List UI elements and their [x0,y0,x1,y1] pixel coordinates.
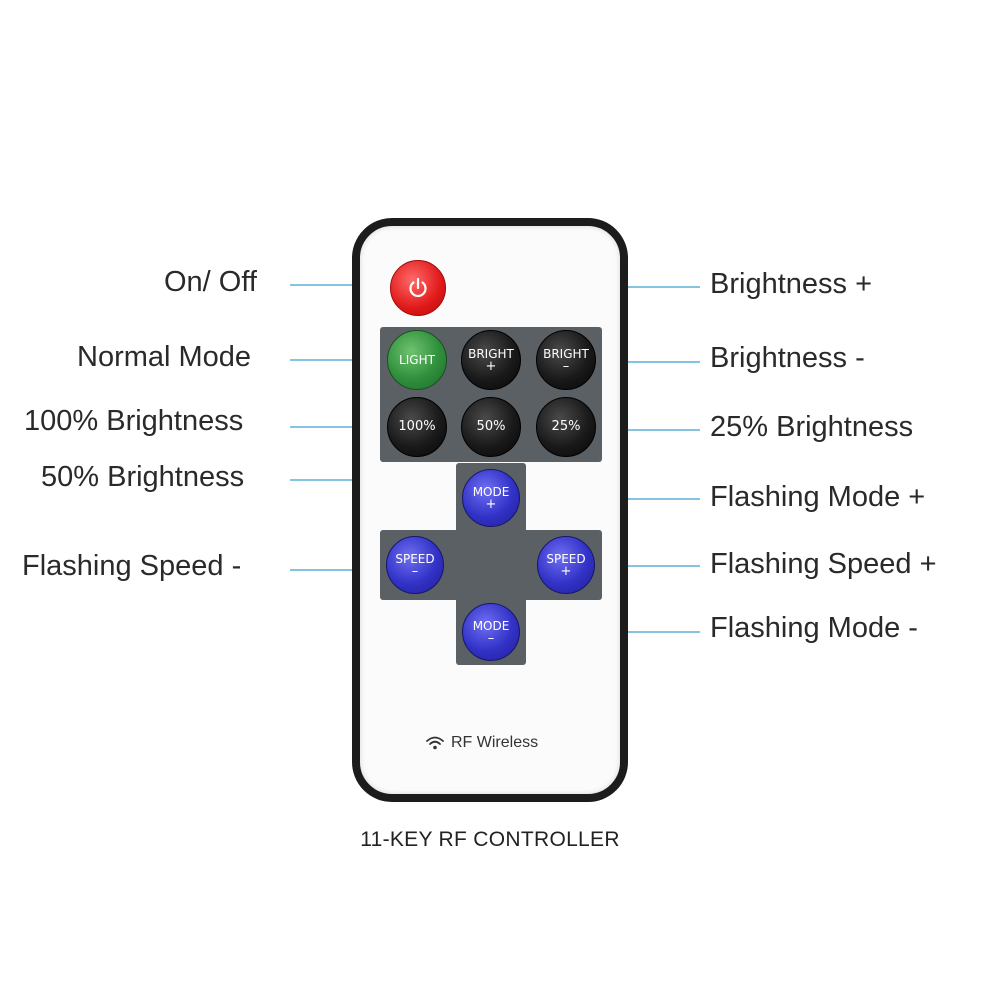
bright-minus-line2: – [562,359,570,374]
bright-minus-button[interactable]: BRIGHT – [536,330,596,390]
mode-plus-line1: MODE [472,485,510,499]
mode-minus-line2: – [487,631,495,646]
mode-minus-button[interactable]: MODE – [462,603,520,661]
power-icon [409,277,427,298]
label-flashing-mode-plus: Flashing Mode + [710,481,926,513]
label-brightness-minus: Brightness - [710,342,865,374]
label-flashing-mode-minus: Flashing Mode - [710,612,918,644]
wifi-icon [426,736,444,750]
label-brightness-plus: Brightness + [710,268,873,300]
label-brightness-100: 100% Brightness [24,405,244,437]
light-button[interactable]: LIGHT [387,330,447,390]
caption: 11-KEY RF CONTROLLER [360,828,620,851]
brightness-50-button[interactable]: 50% [461,397,521,457]
mode-plus-line2: + [485,497,497,512]
light-button-label: LIGHT [399,353,435,367]
bright-plus-line2: + [485,359,497,374]
label-normal-mode: Normal Mode [77,341,252,373]
bright-minus-line1: BRIGHT [543,347,589,361]
power-button[interactable] [390,260,446,316]
brightness-100-button[interactable]: 100% [387,397,447,457]
brightness-50-label: 50% [476,419,506,434]
speed-minus-line2: – [411,564,419,579]
mode-minus-line1: MODE [472,619,510,633]
brightness-100-label: 100% [398,419,436,434]
label-brightness-50: 50% Brightness [41,461,245,493]
speed-plus-line1: SPEED [546,552,586,566]
speed-plus-line2: + [560,564,572,579]
brightness-25-label: 25% [551,419,581,434]
bright-plus-button[interactable]: BRIGHT + [461,330,521,390]
bright-plus-line1: BRIGHT [468,347,514,361]
brightness-25-button[interactable]: 25% [536,397,596,457]
label-flashing-speed-minus: Flashing Speed - [22,550,242,582]
label-flashing-speed-plus: Flashing Speed + [710,548,937,580]
mode-plus-button[interactable]: MODE + [462,469,520,527]
speed-plus-button[interactable]: SPEED + [537,536,595,594]
label-brightness-25: 25% Brightness [710,411,914,443]
speed-minus-line1: SPEED [395,552,435,566]
speed-minus-button[interactable]: SPEED – [386,536,444,594]
label-on-off: On/ Off [164,266,257,298]
rf-wireless-label: RF Wireless [451,734,539,751]
rf-wireless-badge: RF Wireless [425,734,538,752]
